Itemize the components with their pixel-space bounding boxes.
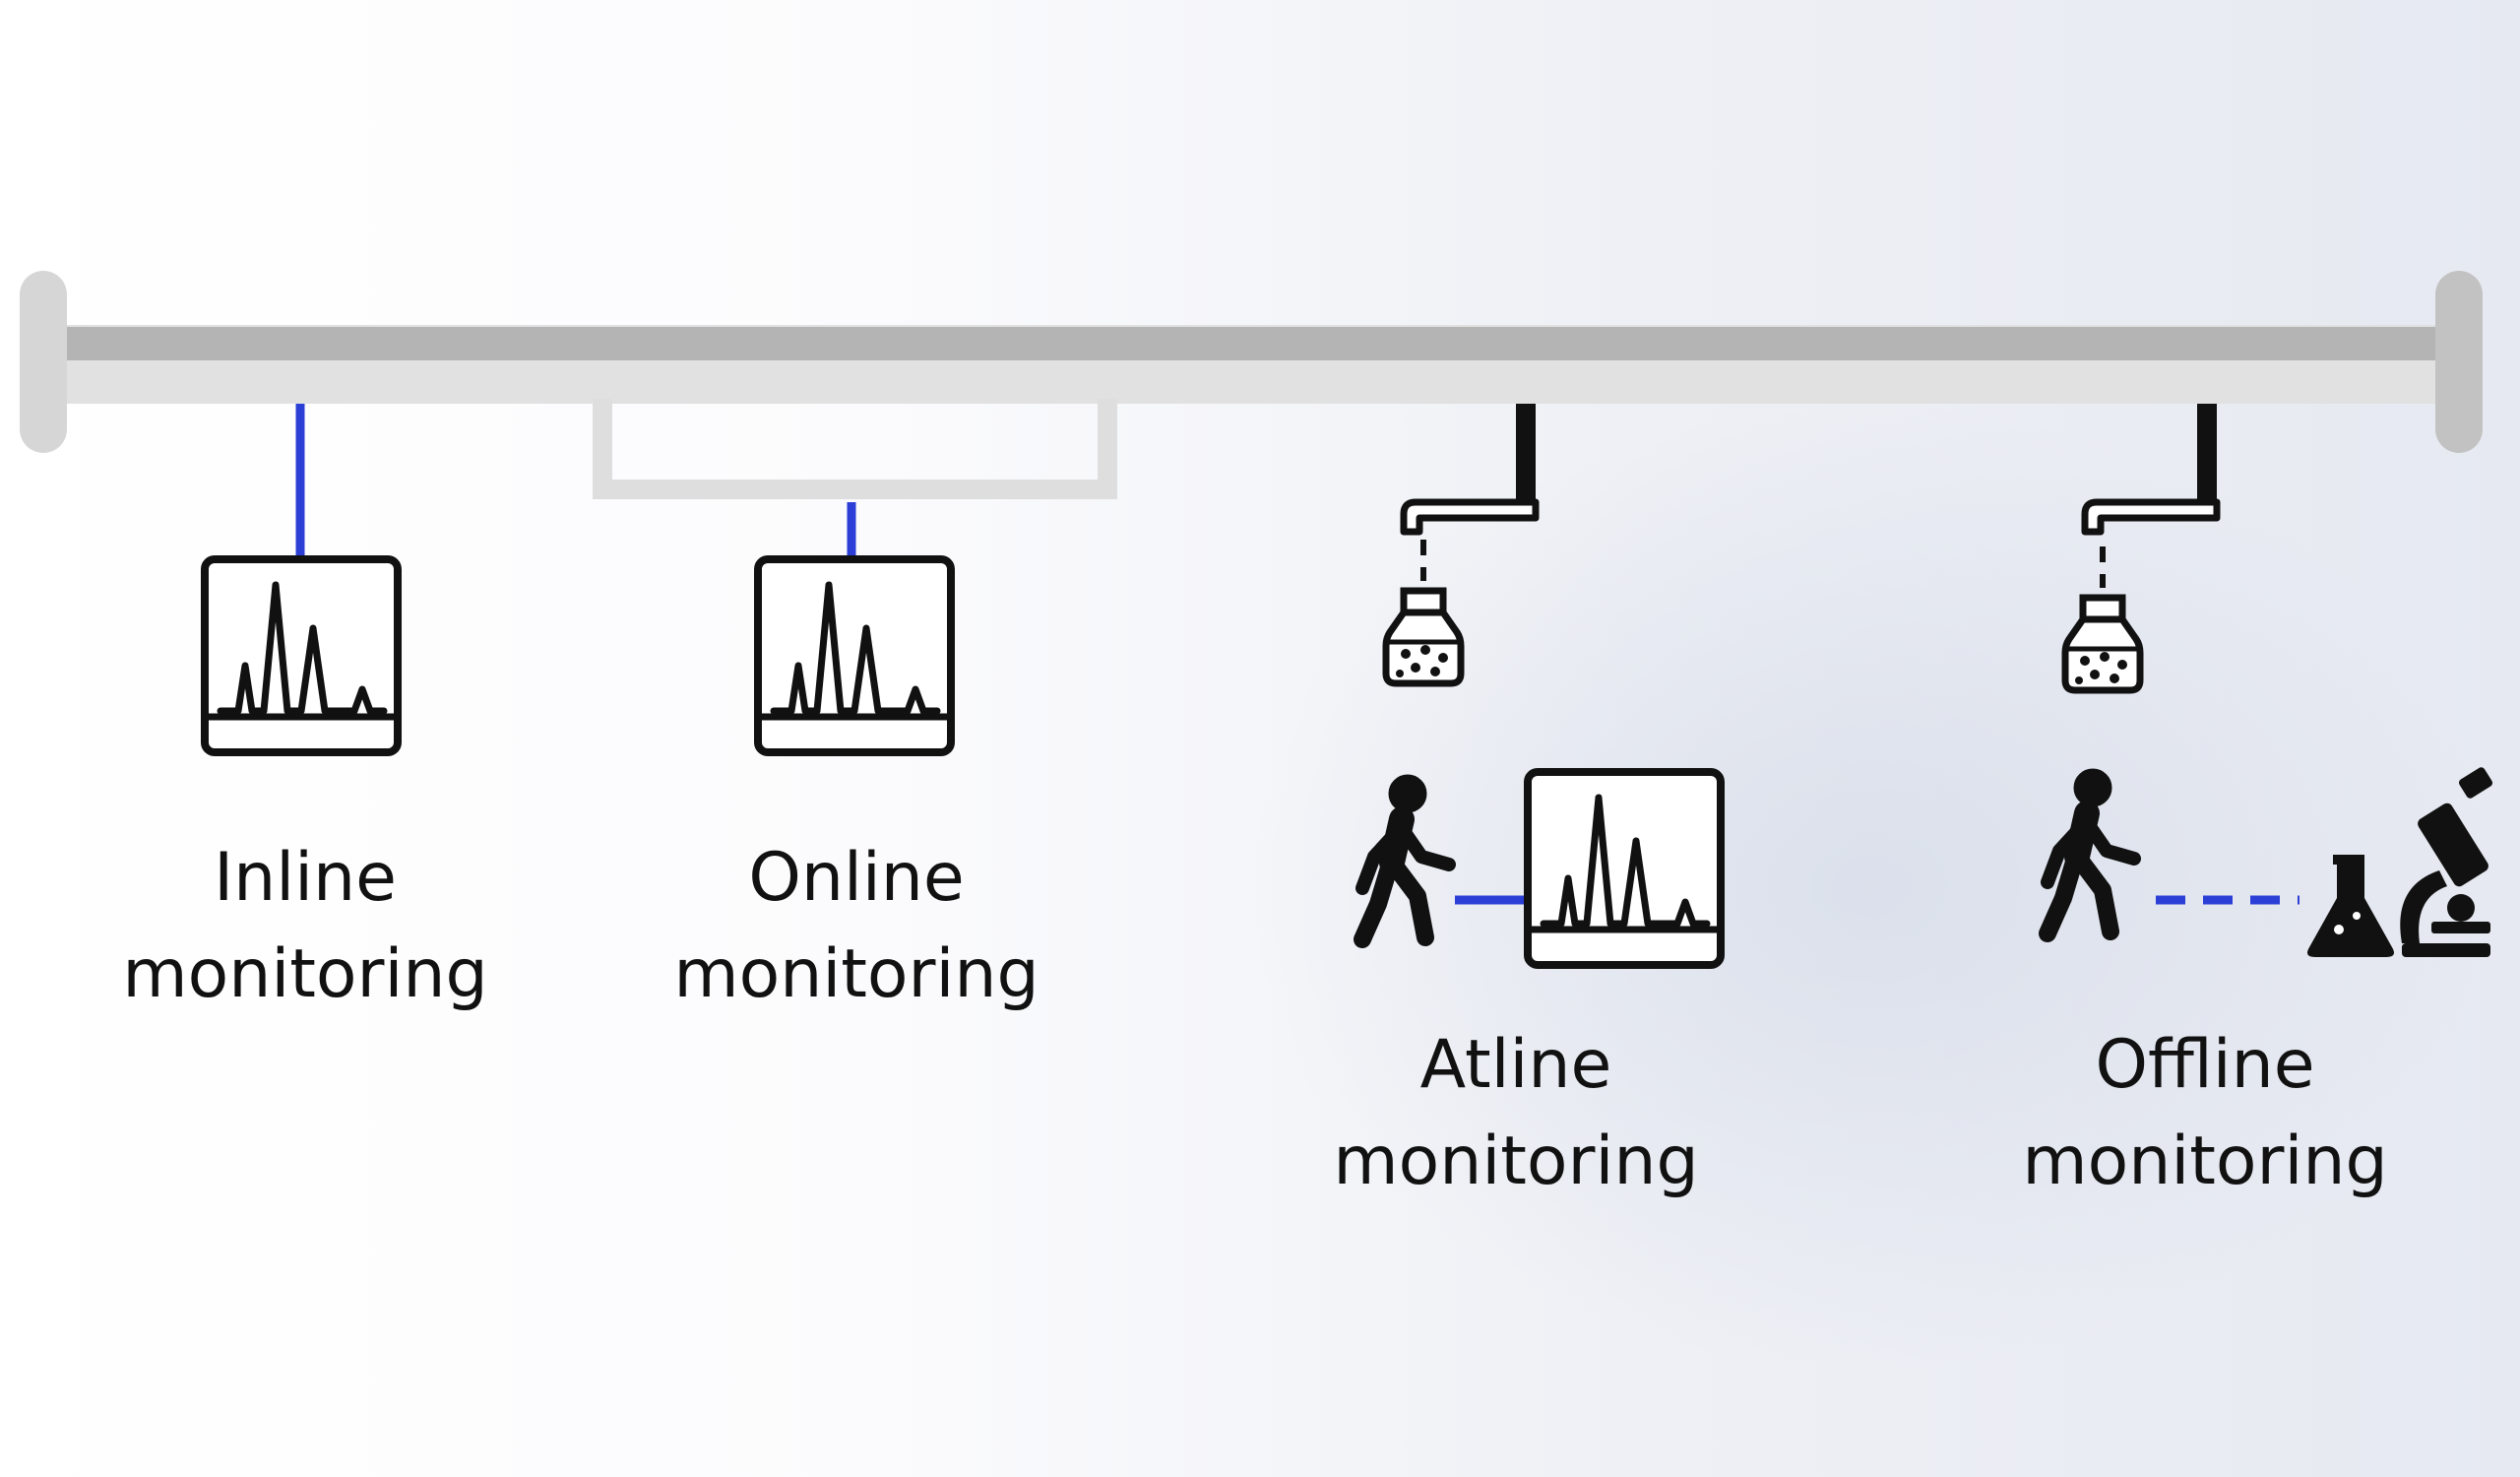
sample-tap-icon	[2085, 404, 2217, 532]
inline-monitoring-label: Inline monitoring	[59, 830, 551, 1023]
offline-station	[2048, 404, 2493, 957]
label-line: monitoring	[2022, 1123, 2388, 1200]
walking-person-icon	[2048, 769, 2134, 933]
label-line: Online	[748, 839, 965, 917]
offline-monitoring-label: Offline monitoring	[1959, 1017, 2451, 1210]
sample-bottle-icon	[2065, 546, 2140, 690]
sample-tap-icon	[1404, 404, 1536, 532]
atline-monitoring-label: Atline monitoring	[1270, 1017, 1762, 1210]
label-line: Inline	[214, 839, 397, 917]
label-line: Offline	[2095, 1026, 2315, 1104]
label-line: monitoring	[673, 935, 1040, 1013]
process-pipe	[20, 271, 2483, 453]
label-line: monitoring	[1333, 1123, 1699, 1200]
chromatogram-analyzer-icon	[205, 559, 398, 752]
lab-flask-icon	[2307, 855, 2394, 957]
chromatogram-analyzer-icon	[1528, 772, 1721, 965]
online-monitoring-label: Online monitoring	[610, 830, 1102, 1023]
label-line: monitoring	[122, 935, 488, 1013]
label-line: Atline	[1419, 1026, 1612, 1104]
inline-station	[205, 404, 398, 752]
online-station	[758, 502, 951, 752]
walking-person-icon	[1362, 775, 1449, 939]
sample-bottle-icon	[1386, 540, 1461, 683]
microscope-icon	[2400, 767, 2493, 957]
bypass-loop	[593, 399, 1117, 499]
atline-station	[1362, 404, 1721, 965]
chromatogram-analyzer-icon	[758, 559, 951, 752]
